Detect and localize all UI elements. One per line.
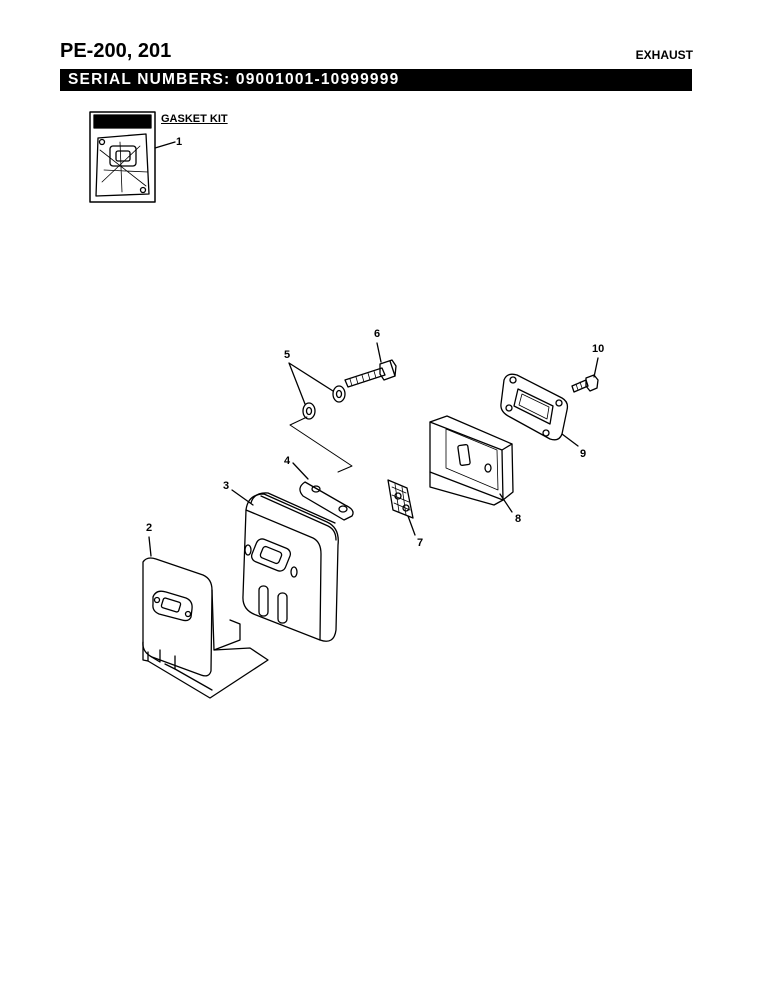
- callout-9: 9: [580, 448, 587, 460]
- callout-5: 5: [284, 349, 291, 361]
- exhaust-gasket-icon: [500, 373, 569, 441]
- gasket-kit-label: GASKET KIT: [161, 113, 228, 125]
- callout-1: 1: [176, 136, 183, 148]
- section-title: EXHAUST: [635, 48, 693, 62]
- callout-4: 4: [284, 455, 291, 467]
- callout-10: 10: [592, 343, 605, 355]
- callout-3: 3: [223, 480, 230, 492]
- bolt-part-icon: [344, 359, 397, 388]
- spark-screen-icon: [387, 479, 414, 519]
- washer-part-icon: [302, 385, 346, 420]
- flange-plate-icon: [299, 481, 354, 521]
- gasket-kit-package-icon: [89, 111, 176, 203]
- serial-numbers-bar: SERIAL NUMBERS: 09001001-10999999: [60, 69, 692, 91]
- callout-2: 2: [146, 522, 153, 534]
- callout-6: 6: [374, 328, 381, 340]
- muffler-cover-icon: [429, 415, 514, 506]
- model-title: PE-200, 201: [60, 40, 172, 62]
- muffler-part-icon: [242, 492, 339, 642]
- heat-shield-icon: [142, 557, 269, 699]
- callout-8: 8: [515, 513, 522, 525]
- callout-7: 7: [417, 537, 424, 549]
- screw-part-icon: [571, 374, 599, 393]
